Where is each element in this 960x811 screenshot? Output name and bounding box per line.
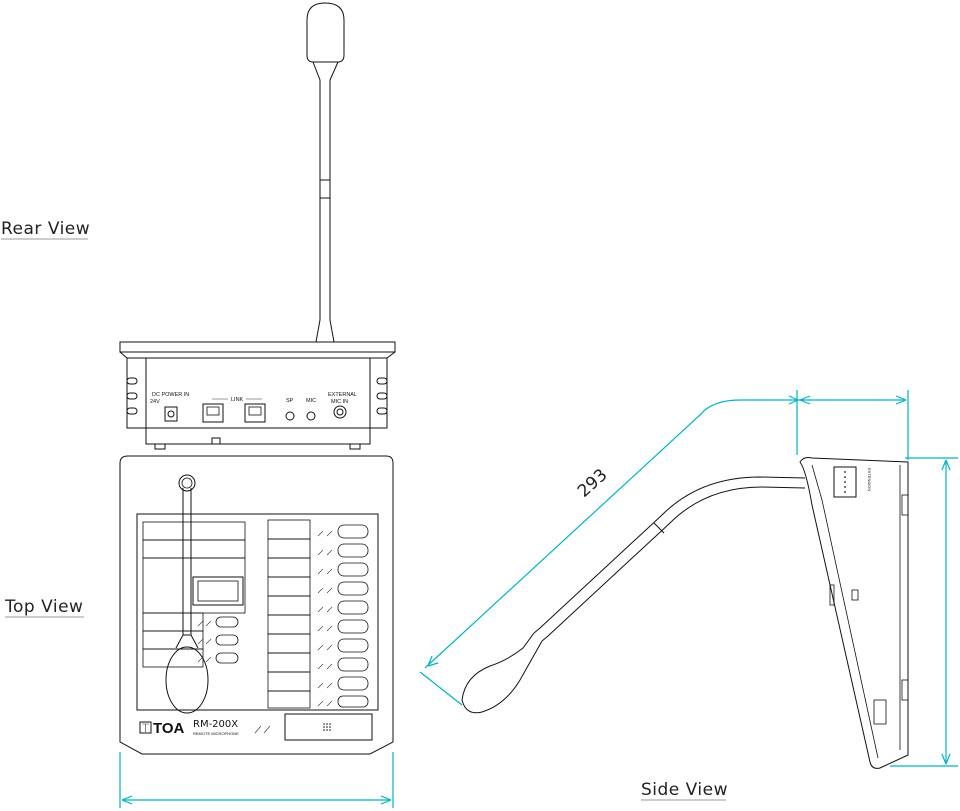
link-port-1 <box>202 403 224 423</box>
gooseneck-dimension: 293 <box>419 395 800 706</box>
svg-text:Side View: Side View <box>641 780 728 800</box>
top-view-label: Top View <box>4 597 84 618</box>
svg-text:MIC: MIC <box>306 398 316 404</box>
width-dimension <box>119 752 394 808</box>
dc-jack <box>164 406 178 422</box>
right-buttons <box>337 524 369 708</box>
top-housing <box>119 455 394 755</box>
sp-knob <box>285 411 295 421</box>
svg-text:MIC IN: MIC IN <box>331 399 348 405</box>
svg-text:LINK: LINK <box>231 397 244 403</box>
rear-mic-head <box>306 2 345 63</box>
rear-view: DC POWER IN 24V LINK SP MIC EXTERNAL MIC… <box>119 2 396 450</box>
ext-mic-jack <box>333 405 347 419</box>
svg-text:SP: SP <box>286 398 294 404</box>
side-view: EXTENSION 293 <box>419 390 958 769</box>
top-view: TOA RM-200X REMOTE MICROPHONE <box>119 455 394 808</box>
right-key-column <box>267 519 311 709</box>
top-mic-neck <box>182 488 192 636</box>
dimension-293: 293 <box>574 465 612 502</box>
toa-logo: TOA <box>153 720 185 737</box>
side-mic-head <box>461 632 543 714</box>
svg-text:Top View: Top View <box>4 597 83 617</box>
svg-text:Rear View: Rear View <box>1 219 90 239</box>
svg-text:RM-200X: RM-200X <box>193 719 238 730</box>
extension-connector <box>833 466 857 498</box>
svg-text:EXTENSION: EXTENSION <box>867 468 872 491</box>
svg-text:24V: 24V <box>150 399 160 405</box>
top-mic-head <box>165 646 209 714</box>
rear-mic-neck <box>312 61 339 343</box>
side-view-label: Side View <box>641 780 728 801</box>
svg-text:EXTERNAL: EXTERNAL <box>328 392 357 398</box>
top-lcd <box>192 576 244 606</box>
speaker-grille <box>284 713 373 741</box>
left-buttons <box>215 616 239 664</box>
svg-text:DC POWER IN: DC POWER IN <box>152 392 189 398</box>
rear-housing-top <box>119 341 396 353</box>
svg-text:REMOTE MICROPHONE: REMOTE MICROPHONE <box>193 731 239 736</box>
rear-housing <box>126 357 388 429</box>
rear-view-label: Rear View <box>1 219 90 240</box>
side-height-dimension <box>890 457 958 767</box>
side-body <box>799 457 909 769</box>
link-port-2 <box>244 403 266 423</box>
indicator-marks <box>197 530 333 707</box>
side-depth-dimension <box>796 390 909 460</box>
side-gooseneck <box>533 476 806 634</box>
mic-knob <box>306 411 316 421</box>
